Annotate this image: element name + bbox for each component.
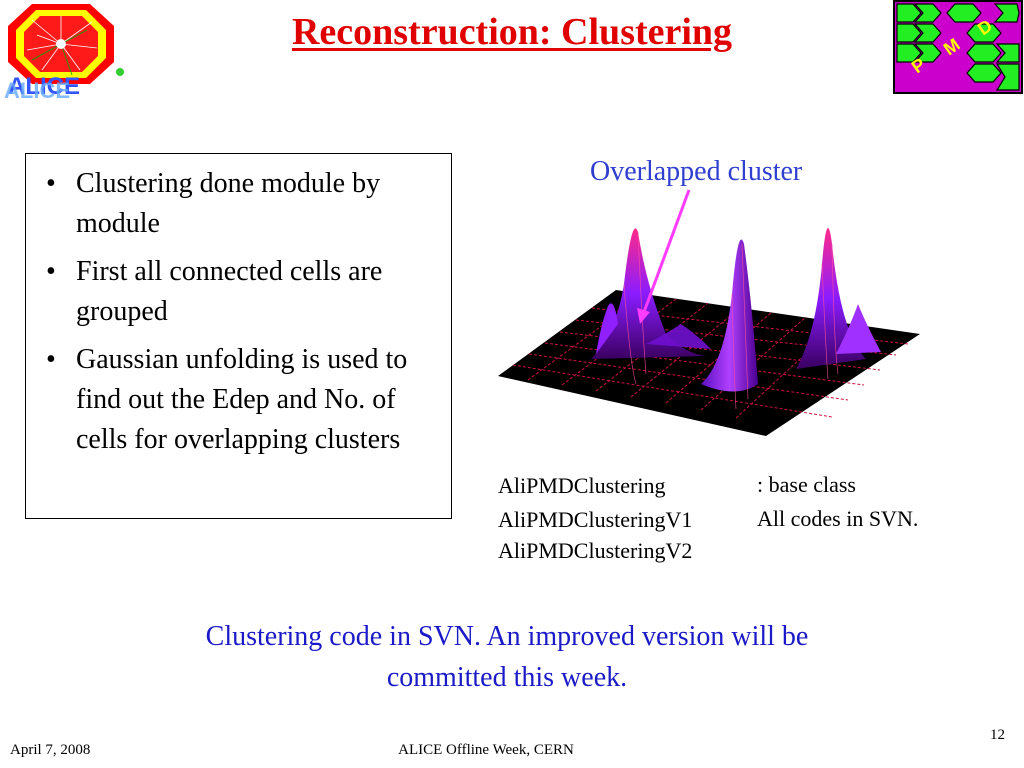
alice-logo: ALICE ALICE — [2, 0, 130, 103]
svg-text:ALICE: ALICE — [8, 73, 80, 100]
bullet-dot-icon: • — [46, 168, 56, 199]
class-description: All codes in SVN. — [757, 506, 919, 531]
bullet-text: Gaussian unfolding is used to find out t… — [76, 344, 408, 455]
bullet-text: First all connected cells are grouped — [76, 256, 383, 327]
bullet-dot-icon: • — [46, 344, 56, 375]
arrow-icon — [637, 189, 691, 324]
overlapped-cluster-label: Overlapped cluster — [590, 156, 803, 187]
status-note-line: committed this week. — [386, 662, 628, 693]
svg-text:ALICE: ALICE — [4, 78, 70, 100]
bullet-text: Clustering done module by module — [76, 168, 381, 239]
cluster-surface-plot — [496, 184, 920, 444]
bullet-box: • Clustering done module by module • First… — [25, 153, 452, 519]
bullet-dot-icon: • — [46, 256, 56, 287]
bullet-item: • Gaussian unfolding is used to find out … — [46, 340, 441, 460]
pmd-logo: P M D — [893, 0, 1023, 94]
class-name: AliPMDClustering — [498, 473, 666, 498]
slide-number: 12 — [990, 727, 1005, 743]
class-name: AliPMDClusteringV2 — [498, 538, 693, 563]
footer-event: ALICE Offline Week, CERN — [398, 742, 574, 758]
status-note: Clustering code in SVN. An improved vers… — [0, 616, 1014, 698]
bullet-item: • Clustering done module by module — [46, 164, 441, 244]
slide-title: Reconstruction: Clustering — [291, 11, 733, 53]
footer-date: April 7, 2008 — [10, 742, 91, 758]
class-description: : base class — [757, 472, 856, 497]
status-note-line: Clustering code in SVN. An improved vers… — [205, 621, 809, 652]
bullet-item: • First all connected cells are grouped — [46, 252, 441, 332]
class-name: AliPMDClusteringV1 — [498, 507, 693, 532]
bullet-list: • Clustering done module by module • First… — [26, 154, 451, 460]
